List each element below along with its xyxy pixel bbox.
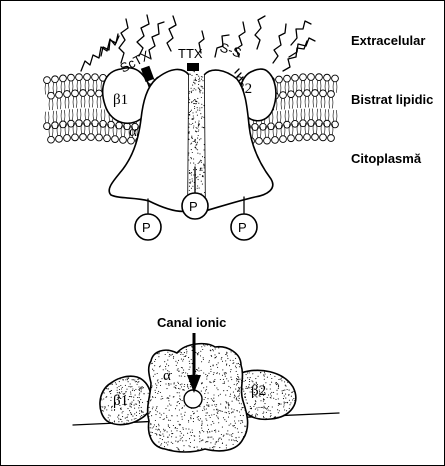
phosphate-left: P <box>134 198 162 241</box>
ion-pore <box>183 389 203 409</box>
lipid-bilayer-label: Bistrat lipidic <box>351 92 433 107</box>
disulfide-bridge <box>234 68 244 82</box>
sctx-block <box>140 65 155 82</box>
membrane-side-view: β1 β2 α ScTX TTX S-S P <box>43 14 339 241</box>
glycosylation-chains <box>80 14 316 72</box>
channel-top-view: α β1 β2 Canal ionic <box>72 315 340 453</box>
phosphate-right-label: P <box>238 220 247 235</box>
channel-pore <box>188 69 205 213</box>
ion-channel-arrow <box>187 333 201 393</box>
beta1-label: β1 <box>113 92 128 108</box>
phosphate-center: P <box>181 166 209 220</box>
alpha-label: α <box>129 124 137 140</box>
phosphate-center-label: P <box>189 199 198 214</box>
cytoplasm-label: Citoplasmă <box>351 151 422 166</box>
extracellular-label: Extracelular <box>351 33 425 48</box>
alpha-right-half <box>203 69 274 212</box>
ttx-label: TTX <box>178 46 203 61</box>
beta2-top-label: β2 <box>251 383 266 399</box>
ttx-block <box>187 63 199 71</box>
ss-label: S-S <box>218 40 244 61</box>
beta1-top-label: β1 <box>113 393 128 409</box>
phosphate-right: P <box>230 196 258 241</box>
ion-channel-label: Canal ionic <box>157 315 226 330</box>
alpha-top-label: α <box>163 368 171 384</box>
phosphate-left-label: P <box>142 220 151 235</box>
